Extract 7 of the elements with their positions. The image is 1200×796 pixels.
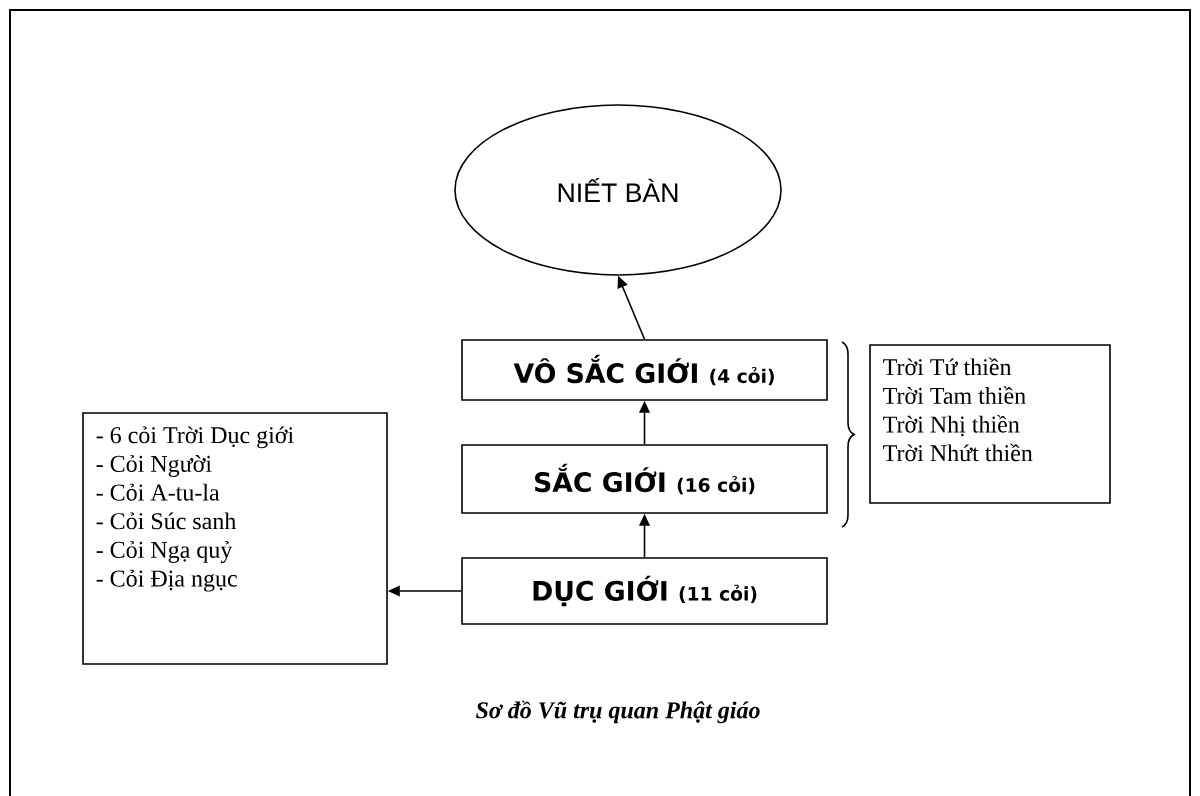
list-box: - 6 cỏi Trời Dục giới - Cỏi Người - Cỏi A-tu-la - Cỏi Súc sanh - Cỏi Ngạ quỷ - Cỏi Địa ngục [82, 412, 388, 665]
process-box: VÔ SẮC GIỚI (4 cỏi) [461, 339, 828, 401]
process-box: DỤC GIỚI (11 cỏi) [461, 557, 828, 625]
list-box: Trời Tứ thiền Trời Tam thiền Trời Nhị thiền Trời Nhứt thiền [869, 344, 1111, 504]
caption: Sơ đồ Vũ trụ quan Phật giáo [475, 700, 760, 724]
process-box: SẮC GIỚI (16 cỏi) [461, 444, 828, 514]
ellipse-node: NIẾT BÀN [454, 104, 782, 276]
